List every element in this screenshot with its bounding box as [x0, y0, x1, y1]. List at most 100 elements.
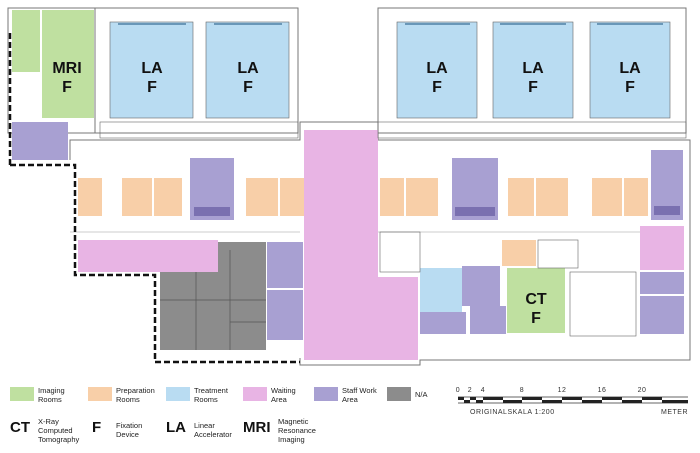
la-f-label-4: F — [528, 79, 538, 96]
waiting-area-east — [640, 226, 684, 270]
la-room-4 — [493, 22, 573, 118]
building-walls — [7, 7, 691, 366]
la-label-3: LA — [426, 60, 448, 77]
staff-area-4 — [267, 242, 303, 288]
abbr-ct: CT — [10, 419, 30, 436]
prep-room-12 — [502, 240, 536, 266]
scale-unit: METER — [661, 409, 688, 416]
waiting-area-west — [78, 240, 218, 272]
legend-swatch-waiting — [243, 387, 267, 401]
scale-tick-16: 16 — [598, 387, 607, 394]
prep-room-9 — [536, 178, 568, 216]
la-room-2 — [206, 22, 289, 118]
staff-area-5 — [267, 290, 303, 340]
mri-label: MRI — [52, 60, 81, 77]
prep-room-4 — [246, 178, 278, 216]
la-label-4: LA — [522, 60, 544, 77]
prep-room-2 — [122, 178, 152, 216]
room-outlines — [99, 21, 687, 337]
main-corridor-wall — [69, 121, 691, 366]
abbr-la-line2: Accelerator — [194, 430, 232, 439]
legend-swatch-staff — [314, 387, 338, 401]
na-area — [160, 242, 266, 350]
prep-room-11 — [624, 178, 648, 216]
legend-preparation-line2: Rooms — [116, 395, 140, 404]
legend-treatment-line2: Rooms — [194, 395, 218, 404]
scale-bar: 0 2 4 8 12 16 20 ORIGINALSKALA 1:200 MET… — [456, 387, 688, 416]
mri-f-label: F — [62, 79, 72, 96]
la-room-3 — [397, 22, 477, 118]
la-label-5: LA — [619, 60, 641, 77]
legend-waiting-line2: Area — [271, 395, 288, 404]
staff-area-7 — [420, 312, 466, 334]
la-f-label-3: F — [432, 79, 442, 96]
department-boundary — [8, 30, 300, 364]
abbr-mri-line1: Magnetic — [278, 417, 309, 426]
staff-benches — [194, 206, 680, 216]
legend: Imaging Rooms Preparation Rooms Treatmen… — [10, 386, 428, 404]
staff-area-10 — [640, 296, 684, 334]
staff-area-nw — [12, 122, 68, 160]
treatment-room-small — [420, 268, 462, 312]
abbr-f-line1: Fixation — [116, 421, 142, 430]
legend-imaging-line2: Rooms — [38, 395, 62, 404]
abbr-ct-line1: X-Ray — [38, 417, 59, 426]
left-bunker-wall — [94, 7, 299, 134]
na-area-partitions — [160, 250, 266, 350]
la-room-5 — [590, 22, 670, 118]
scale-tick-20: 20 — [638, 387, 647, 394]
right-bunker-wall — [377, 7, 687, 134]
legend-staff-line2: Area — [342, 395, 359, 404]
scale-tick-4: 4 — [481, 387, 485, 394]
abbr-mri-line2: Resonance — [278, 426, 316, 435]
la-f-label-5: F — [625, 79, 635, 96]
prep-room-3 — [154, 178, 182, 216]
legend-na: N/A — [415, 390, 428, 399]
ct-f-label: F — [531, 310, 541, 327]
la-room-1 — [110, 22, 193, 118]
staff-area-8 — [470, 306, 506, 334]
staff-area-9 — [640, 272, 684, 294]
scale-tick-2: 2 — [468, 387, 472, 394]
abbr-ct-line3: Tomography — [38, 435, 80, 444]
la-label-2: LA — [237, 60, 259, 77]
prep-room-7 — [406, 178, 438, 216]
scale-caption: ORIGINALSKALA 1:200 — [470, 409, 555, 416]
legend-staff-line1: Staff Work — [342, 386, 377, 395]
legend-swatch-treatment — [166, 387, 190, 401]
legend-swatch-preparation — [88, 387, 112, 401]
abbr-f-line2: Device — [116, 430, 139, 439]
abbreviations: CT X-Ray Computed Tomography F Fixation … — [10, 417, 316, 444]
abbr-la: LA — [166, 419, 186, 436]
ct-label: CT — [525, 291, 547, 308]
la-f-label-1: F — [147, 79, 157, 96]
la-f-label-2: F — [243, 79, 253, 96]
legend-preparation-line1: Preparation — [116, 386, 155, 395]
abbr-ct-line2: Computed — [38, 426, 73, 435]
la-label-1: LA — [141, 60, 163, 77]
room-labels: MRI F LA F LA F LA F LA F LA F CT F — [52, 60, 641, 327]
abbr-la-line1: Linear — [194, 421, 215, 430]
staff-area-6 — [462, 266, 500, 306]
abbr-f: F — [92, 419, 101, 436]
abbr-mri: MRI — [243, 419, 271, 436]
abbr-mri-line3: Imaging — [278, 435, 305, 444]
ct-room — [507, 268, 565, 333]
mri-room-annex — [12, 10, 40, 72]
prep-room-6 — [380, 178, 404, 216]
prep-room-10 — [592, 178, 622, 216]
scale-tick-0: 0 — [456, 387, 460, 394]
mri-room — [42, 10, 94, 118]
legend-imaging-line1: Imaging — [38, 386, 65, 395]
waiting-area-main — [304, 130, 418, 360]
legend-waiting-line1: Waiting — [271, 386, 296, 395]
legend-treatment-line1: Treatment — [194, 386, 229, 395]
prep-room-1 — [78, 178, 102, 216]
legend-swatch-imaging — [10, 387, 34, 401]
prep-room-8 — [508, 178, 534, 216]
scale-tick-12: 12 — [558, 387, 567, 394]
prep-room-5 — [280, 178, 304, 216]
scale-tick-8: 8 — [520, 387, 524, 394]
legend-swatch-na — [387, 387, 411, 401]
